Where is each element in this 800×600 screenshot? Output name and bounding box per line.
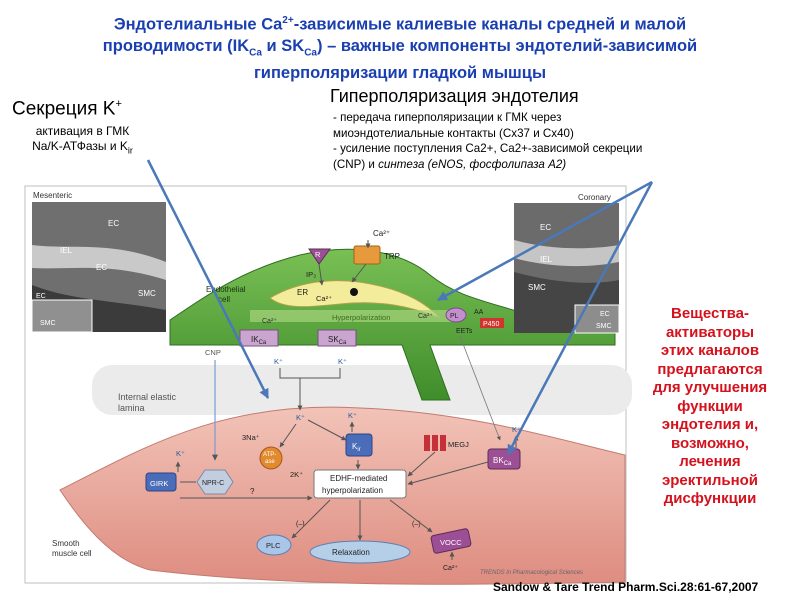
girk-channel bbox=[145, 472, 177, 492]
iel-label-2: lamina bbox=[118, 403, 145, 413]
internal-elastic-lamina bbox=[92, 365, 632, 415]
micro-left-ec2: EC bbox=[96, 263, 107, 272]
vocc-channel bbox=[430, 528, 472, 554]
skca-channel bbox=[317, 329, 357, 347]
receptor-r bbox=[308, 248, 331, 265]
aa-label: AA bbox=[474, 309, 484, 316]
cnp-label: CNP bbox=[205, 348, 221, 357]
endothelial-label-2: cell bbox=[218, 295, 230, 304]
citation: Sandow & Tare Trend Pharm.Sci.28:61-67,2… bbox=[493, 580, 759, 594]
iel-label: Internal elastic bbox=[118, 392, 177, 402]
atpase-pump bbox=[259, 446, 283, 470]
trends-credit: TRENDS in Pharmacological Sciences bbox=[480, 570, 583, 576]
ca2-left-label: Ca²⁺ bbox=[262, 318, 277, 325]
k-plus-kir: K⁺ bbox=[348, 411, 357, 420]
megj-label: MEGJ bbox=[448, 440, 469, 449]
k-secretion-heading: Секреция K+ bbox=[12, 98, 122, 120]
micro-right-ec: EC bbox=[540, 223, 551, 232]
p450-label: P450 bbox=[483, 321, 499, 328]
plc-enzyme bbox=[256, 534, 292, 556]
micrograph-coronary: EC IEL SMC EC SMC bbox=[514, 203, 620, 334]
ca2-top-label: Ca²⁺ bbox=[373, 229, 390, 238]
mesenteric-label: Mesenteric bbox=[33, 191, 72, 200]
edhf-box bbox=[313, 469, 407, 499]
ca2-right-label: Ca²⁺ bbox=[418, 313, 433, 320]
micro-right-smc: SMC bbox=[528, 283, 546, 292]
smooth-muscle-label: Smooth bbox=[52, 539, 80, 548]
ec-hyperpolarization-band bbox=[250, 310, 455, 322]
micro-right-iel: IEL bbox=[540, 255, 553, 264]
micrograph-mesenteric: EC IEL EC SMC EC SMC bbox=[31, 202, 166, 333]
vocc-label: VOCC bbox=[440, 538, 462, 547]
atpase-label-2: ase bbox=[265, 459, 275, 465]
pointer-arrow-left bbox=[146, 159, 270, 399]
ec-hyperpolarization-label: Hyperpolarization bbox=[332, 313, 390, 322]
ca2-er-label: Ca²⁺ bbox=[316, 294, 332, 303]
k-secretion-text: активация в ГМК Na/K-АТФазы и Kir bbox=[32, 124, 133, 156]
micro-left-ec3: EC bbox=[36, 293, 46, 300]
trp-label: TRP bbox=[384, 252, 400, 261]
smooth-muscle-label-2: muscle cell bbox=[52, 549, 92, 558]
coronary-label: Coronary bbox=[578, 193, 611, 202]
ca2-bottom-label: Ca²⁺ bbox=[443, 565, 458, 572]
k-plus-center: K⁺ bbox=[296, 413, 305, 422]
minus-right: (–) bbox=[412, 521, 421, 528]
ikca-label: IKCa bbox=[251, 335, 267, 346]
endothelial-label: Endothelial bbox=[206, 285, 246, 294]
k-plus-bk: K⁺ bbox=[512, 425, 521, 434]
edhf-label: EDHF-mediated bbox=[330, 474, 387, 483]
nprc-receptor bbox=[196, 469, 234, 495]
pointer-arrow-right-2 bbox=[506, 181, 654, 455]
p450-enzyme bbox=[480, 318, 504, 328]
pl-label: PL bbox=[450, 313, 459, 320]
pl-enzyme bbox=[445, 307, 467, 323]
skca-label: SKCa bbox=[328, 335, 347, 346]
k-plus-sk: K⁺ bbox=[338, 357, 347, 366]
megj-gap-junction bbox=[424, 435, 446, 451]
ca-store-dot bbox=[350, 288, 358, 296]
micro-left-smc: SMC bbox=[138, 289, 156, 298]
plc-label: PLC bbox=[266, 541, 281, 550]
relaxation-label: Relaxation bbox=[332, 548, 370, 557]
kir-channel bbox=[345, 433, 373, 457]
micro-left-iel: IEL bbox=[60, 246, 73, 255]
eets-label: EETs bbox=[456, 328, 473, 335]
micro-left-ec: EC bbox=[108, 219, 119, 228]
page-title: Эндотелиальные Ca2+-зависимые калиевые к… bbox=[102, 15, 698, 82]
k-plus-ik: K⁺ bbox=[274, 357, 283, 366]
ikca-channel bbox=[239, 329, 279, 347]
minus-left: (–) bbox=[296, 521, 305, 528]
micro-right-smc2: SMC bbox=[596, 323, 612, 330]
girk-label: GIRK bbox=[150, 479, 168, 488]
ip3-label: IP₃ bbox=[306, 270, 316, 279]
trp-channel bbox=[353, 245, 381, 265]
micro-left-smc2: SMC bbox=[40, 320, 56, 327]
hyperpolarization-heading: Гиперполяризация эндотелия bbox=[330, 86, 579, 106]
bkca-label: BKCa bbox=[493, 456, 512, 467]
kir-label: Kir bbox=[352, 442, 361, 453]
k-plus-girk: K⁺ bbox=[176, 449, 185, 458]
micro-right-ec2: EC bbox=[600, 311, 610, 318]
atpase-label: ATP- bbox=[263, 452, 276, 458]
edhf-label-2: hyperpolarization bbox=[322, 486, 383, 495]
two-k-label: 2K⁺ bbox=[290, 470, 303, 479]
three-na-label: 3Na⁺ bbox=[242, 433, 260, 442]
receptor-label: R bbox=[315, 250, 321, 259]
pointer-arrow-right-1 bbox=[437, 180, 653, 302]
hyperpolarization-text: - передача гиперполяризации к ГМК через … bbox=[333, 111, 643, 171]
question-label: ? bbox=[250, 487, 255, 496]
relaxation-oval bbox=[309, 540, 411, 564]
nprc-label: NPR-C bbox=[202, 480, 224, 487]
er-label: ER bbox=[297, 288, 308, 297]
